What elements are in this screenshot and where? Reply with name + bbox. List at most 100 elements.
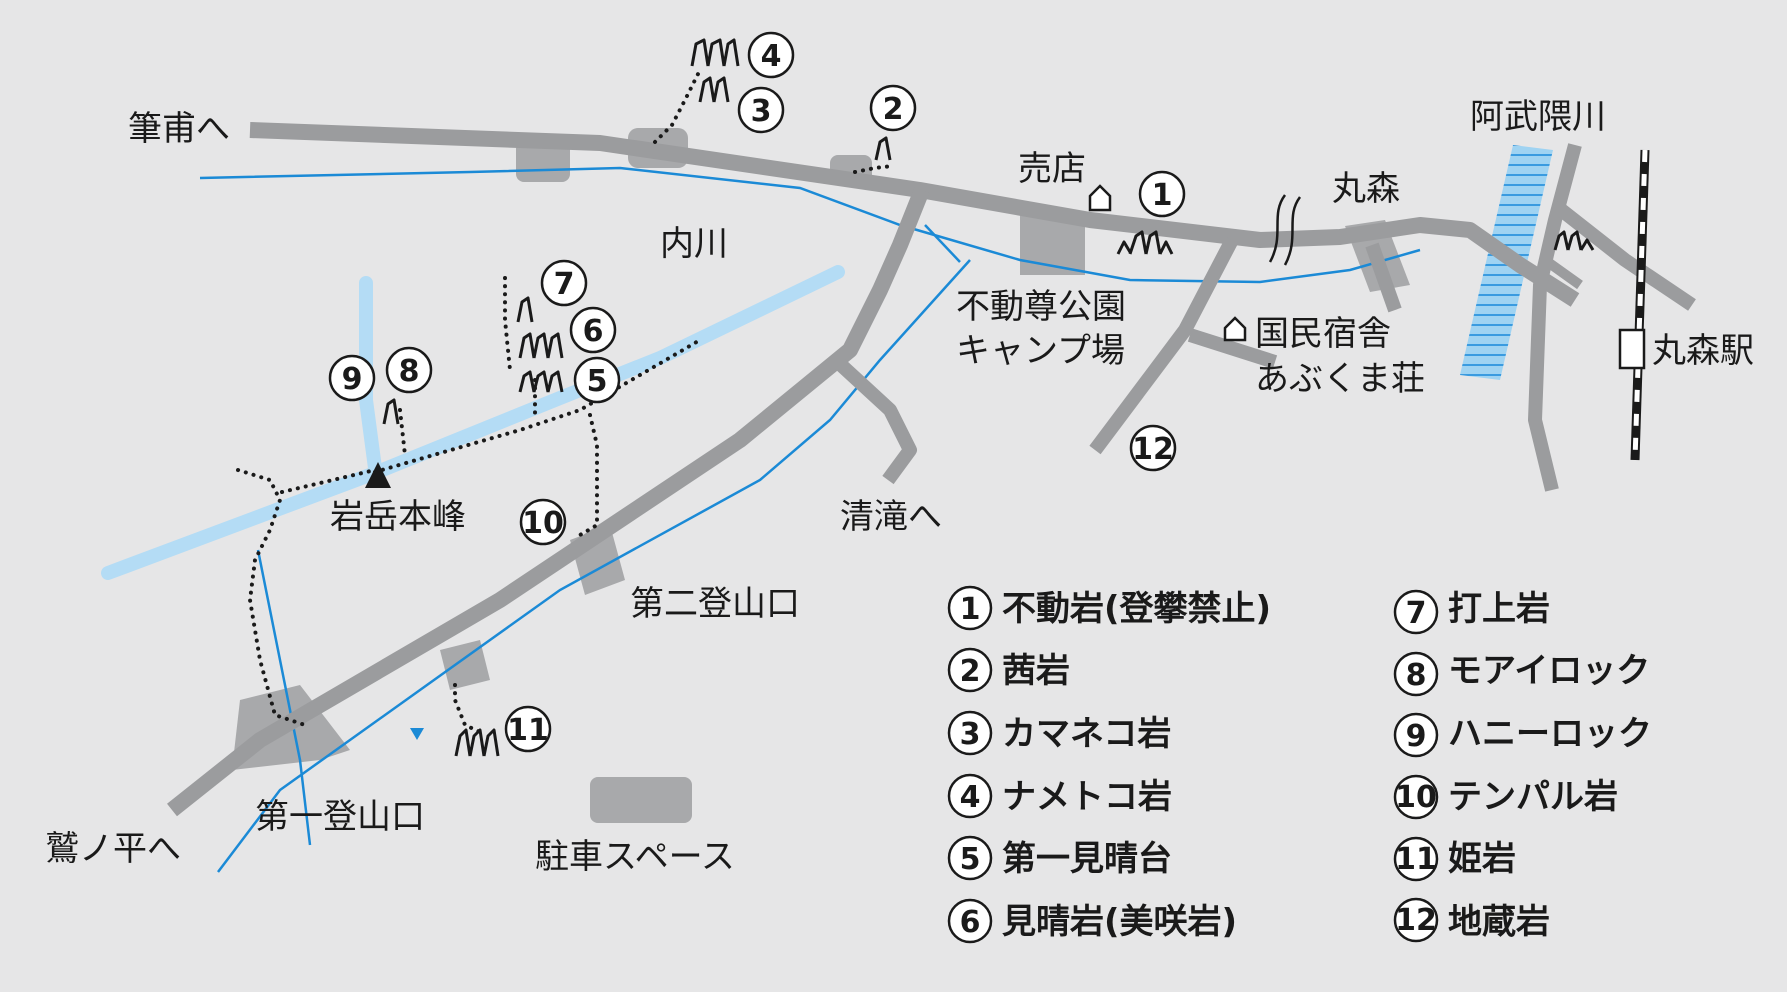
svg-text:不動岩(登攀禁止): 不動岩(登攀禁止) — [1002, 589, 1271, 629]
legend-item-12: 12 地蔵岩 — [1393, 897, 1550, 943]
legend-item-6: 6 見晴岩(美咲岩) — [947, 898, 1237, 944]
label-hikinoura: 筆甫へ — [128, 109, 230, 149]
svg-text:テンパル岩: テンパル岩 — [1448, 777, 1618, 817]
svg-text:カマネコ岩: カマネコ岩 — [1002, 714, 1171, 754]
lodge-icon — [1223, 316, 1247, 342]
label-washinotaira: 鷲ノ平へ — [45, 829, 181, 869]
svg-text:姫岩: 姫岩 — [1448, 839, 1516, 879]
marker-6: 6 — [569, 306, 617, 354]
station-icon — [1618, 328, 1646, 370]
ridge-lines — [101, 265, 845, 580]
legend-item-11: 11 姫岩 — [1393, 836, 1516, 882]
label-abukumaso: あぶくま荘 — [1255, 359, 1425, 399]
marker-2: 2 — [869, 84, 917, 132]
svg-text:8: 8 — [1406, 658, 1427, 693]
legend-item-5: 5 第一見晴台 — [947, 835, 1172, 881]
building-icons — [1088, 184, 1247, 342]
svg-text:地蔵岩: 地蔵岩 — [1448, 902, 1550, 942]
summit-icon — [365, 462, 391, 488]
marker-4: 4 — [747, 31, 795, 79]
marker-11: 11 — [504, 705, 552, 753]
svg-text:5: 5 — [587, 364, 608, 399]
label-camp: キャンプ場 — [956, 331, 1125, 371]
legend-item-7: 7 打上岩 — [1393, 589, 1550, 635]
svg-text:1: 1 — [960, 592, 981, 627]
legend-item-3: 3 カマネコ岩 — [947, 710, 1171, 756]
svg-text:7: 7 — [554, 267, 575, 302]
roads — [167, 122, 1696, 817]
svg-text:打上岩: 打上岩 — [1448, 589, 1550, 629]
svg-text:12: 12 — [1132, 432, 1174, 467]
legend-item-2: 2 茜岩 — [947, 647, 1070, 693]
label-summit: 岩岳本峰 — [330, 497, 466, 537]
svg-text:モアイロック: モアイロック — [1448, 651, 1650, 691]
rock-icon-1 — [1116, 230, 1174, 255]
svg-text:2: 2 — [960, 654, 981, 689]
label-trailhead2: 第二登山口 — [630, 584, 800, 624]
legend-item-8: 8 モアイロック — [1393, 651, 1650, 697]
label-parking: 駐車スペース — [535, 837, 735, 877]
parking-legend-swatch — [590, 777, 692, 823]
svg-text:6: 6 — [960, 905, 981, 940]
svg-text:4: 4 — [761, 39, 782, 74]
label-uchikawa: 内川 — [660, 224, 728, 264]
railway — [1618, 149, 1650, 461]
rock-icon-8 — [382, 398, 400, 425]
svg-text:12: 12 — [1395, 903, 1437, 938]
marker-3: 3 — [737, 86, 785, 134]
road-break-marks — [1268, 194, 1302, 266]
marker-1: 1 — [1138, 170, 1186, 218]
svg-text:見晴岩(美咲岩): 見晴岩(美咲岩) — [1002, 902, 1237, 942]
svg-text:3: 3 — [751, 94, 772, 129]
map-markers: 4 3 2 1 7 6 5 9 8 10 11 12 — [328, 31, 1186, 753]
svg-text:8: 8 — [399, 354, 420, 389]
rock-icons — [382, 38, 1595, 757]
waterfall-icon — [410, 728, 424, 740]
svg-text:2: 2 — [883, 92, 904, 127]
marker-8: 8 — [385, 346, 433, 394]
marker-5: 5 — [573, 356, 621, 404]
marker-9: 9 — [328, 354, 376, 402]
label-kiyotaki: 清滝へ — [840, 497, 942, 537]
svg-text:3: 3 — [960, 717, 981, 752]
svg-text:茜岩: 茜岩 — [1002, 651, 1070, 691]
legend: 1 不動岩(登攀禁止) 2 茜岩 3 カマネコ岩 4 ナメトコ岩 5 第一見晴台 6 見晴岩… — [947, 585, 1652, 944]
rock-icon-3 — [698, 76, 730, 103]
marker-12: 12 — [1129, 424, 1177, 472]
svg-text:11: 11 — [507, 713, 549, 748]
svg-text:9: 9 — [342, 362, 363, 397]
map-labels: 筆甫へ 内川 売店 丸森 阿武隈川 不動尊公園 キャンプ場 国民宿舎 あぶくま荘… — [45, 97, 1754, 877]
streams — [199, 166, 1421, 873]
svg-text:第一見晴台: 第一見晴台 — [1002, 839, 1172, 879]
label-kokumin-shukusha: 国民宿舎 — [1255, 314, 1391, 354]
marker-10: 10 — [519, 498, 567, 546]
rock-icon-2 — [874, 136, 892, 161]
svg-text:11: 11 — [1395, 842, 1437, 877]
label-marumori: 丸森 — [1332, 169, 1400, 209]
legend-item-1: 1 不動岩(登攀禁止) — [947, 585, 1271, 631]
rock-icon-4 — [690, 38, 740, 67]
rock-icon-7 — [516, 296, 534, 323]
svg-text:ハニーロック: ハニーロック — [1448, 714, 1652, 754]
svg-text:5: 5 — [960, 842, 981, 877]
rock-icon-11 — [454, 728, 500, 757]
marker-7: 7 — [540, 259, 588, 307]
svg-text:6: 6 — [583, 314, 604, 349]
label-marumori-station: 丸森駅 — [1652, 331, 1754, 371]
svg-text:9: 9 — [1406, 719, 1427, 754]
label-abukuma-river: 阿武隈川 — [1470, 97, 1606, 137]
legend-item-9: 9 ハニーロック — [1393, 712, 1652, 758]
shop-icon — [1088, 184, 1112, 212]
svg-text:1: 1 — [1152, 178, 1173, 213]
rock-icon-river — [1553, 230, 1595, 251]
label-baiten: 売店 — [1018, 149, 1086, 189]
svg-text:4: 4 — [960, 780, 981, 815]
svg-text:7: 7 — [1406, 596, 1427, 631]
label-trailhead1: 第一登山口 — [255, 797, 425, 837]
legend-item-10: 10 テンパル岩 — [1393, 774, 1618, 820]
svg-text:ナメトコ岩: ナメトコ岩 — [1002, 777, 1172, 817]
svg-text:10: 10 — [522, 506, 564, 541]
svg-text:10: 10 — [1395, 780, 1437, 815]
rock-icon-6 — [518, 332, 564, 359]
